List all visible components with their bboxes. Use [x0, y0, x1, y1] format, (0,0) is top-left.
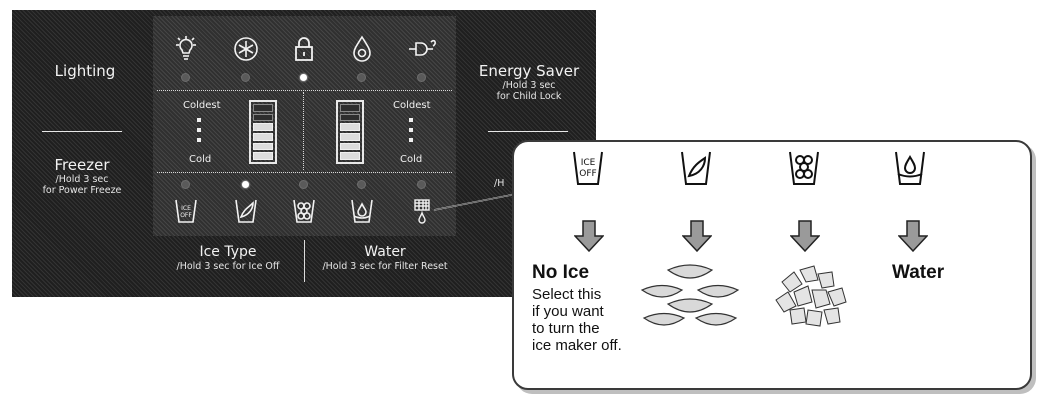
crushed-ice-led: [300, 181, 307, 188]
fridge-hold-partial: /H: [494, 178, 505, 189]
fridge-cold-label: Cold: [400, 154, 423, 165]
water-hold-text: /Hold 3 sec for Filter Reset: [322, 261, 448, 272]
water-title: Water: [892, 262, 945, 283]
control-panel: Lighting Freezer /Hold 3 sec for Power F…: [12, 10, 596, 297]
ice-off-led: [182, 181, 189, 188]
fridge-coldest-label: Coldest: [393, 100, 431, 111]
energy-plug-icon[interactable]: [405, 32, 439, 66]
no-ice-description: Select this if you want to turn the ice …: [532, 286, 622, 354]
energy-led: [418, 74, 425, 81]
fridge-led: [358, 74, 365, 81]
ice-type-callout: ICE OFF No Ice Select this if you want t…: [512, 140, 1032, 390]
cubed-ice-icon[interactable]: [229, 194, 263, 228]
display-area: Coldest Cold Coldest Cold ICE OFF: [153, 16, 456, 236]
freezer-label: Freezer: [54, 156, 110, 174]
lighting-bulb-icon[interactable]: [169, 32, 203, 66]
label-separator: [304, 240, 305, 282]
freezer-hold-text-2: for Power Freeze: [42, 185, 122, 196]
freezer-temp-gauge[interactable]: [249, 100, 277, 164]
svg-text:OFF: OFF: [180, 212, 192, 219]
separator-top: [157, 90, 452, 91]
down-arrow-icon: [574, 220, 604, 252]
callout-pointer: [433, 193, 517, 211]
svg-text:ICE: ICE: [181, 205, 191, 212]
cubed-ice-led: [242, 181, 249, 188]
lighting-label: Lighting: [54, 62, 116, 80]
divider: [488, 131, 568, 132]
energy-saver-button[interactable]: Energy Saver /Hold 3 sec for Child Lock: [474, 62, 584, 102]
separator-middle: [303, 92, 304, 170]
cubed-ice-icon: [681, 151, 711, 185]
freezer-snowflake-icon[interactable]: [229, 32, 263, 66]
lighting-led: [182, 74, 189, 81]
energy-saver-label: Energy Saver: [478, 62, 580, 80]
ice-type-hold-text: /Hold 3 sec for Ice Off: [176, 261, 280, 272]
freezer-level-dots: [197, 118, 201, 148]
freezer-led: [242, 74, 249, 81]
energy-hold-text-2: for Child Lock: [496, 91, 562, 102]
divider: [42, 131, 122, 132]
down-arrow-icon: [898, 220, 928, 252]
freezer-button[interactable]: Freezer /Hold 3 sec for Power Freeze: [18, 156, 146, 196]
crushed-ice-image: [775, 265, 847, 327]
lighting-button[interactable]: Lighting: [30, 62, 140, 80]
water-button[interactable]: Water /Hold 3 sec for Filter Reset: [310, 244, 460, 273]
child-lock-icon[interactable]: [287, 32, 321, 66]
fridge-level-dots: [409, 118, 413, 148]
ice-type-button[interactable]: Ice Type /Hold 3 sec for Ice Off: [158, 244, 298, 273]
ice-off-icon[interactable]: ICE OFF: [169, 194, 203, 228]
freezer-cold-label: Cold: [189, 154, 212, 165]
freezer-coldest-label: Coldest: [183, 100, 221, 111]
cubed-ice-image: [640, 264, 740, 326]
water-icon: [895, 151, 925, 185]
svg-text:OFF: OFF: [579, 169, 596, 179]
svg-text:ICE: ICE: [581, 158, 596, 168]
ice-off-icon: ICE OFF: [573, 151, 603, 185]
filter-led: [418, 181, 425, 188]
child-lock-led: [300, 74, 307, 81]
down-arrow-icon: [790, 220, 820, 252]
crushed-ice-icon[interactable]: [287, 194, 321, 228]
down-arrow-icon: [682, 220, 712, 252]
fridge-drop-icon[interactable]: [345, 32, 379, 66]
energy-hold-text: /Hold 3 sec: [502, 80, 556, 91]
freezer-hold-text: /Hold 3 sec: [55, 174, 109, 185]
water-icon[interactable]: [345, 194, 379, 228]
crushed-ice-icon: [789, 151, 819, 185]
separator-bottom: [157, 172, 452, 173]
water-led: [358, 181, 365, 188]
fridge-temp-gauge[interactable]: [336, 100, 364, 164]
filter-icon[interactable]: [405, 194, 439, 228]
water-label: Water: [364, 244, 406, 260]
no-ice-title: No Ice: [532, 262, 590, 283]
ice-type-label: Ice Type: [199, 244, 257, 260]
